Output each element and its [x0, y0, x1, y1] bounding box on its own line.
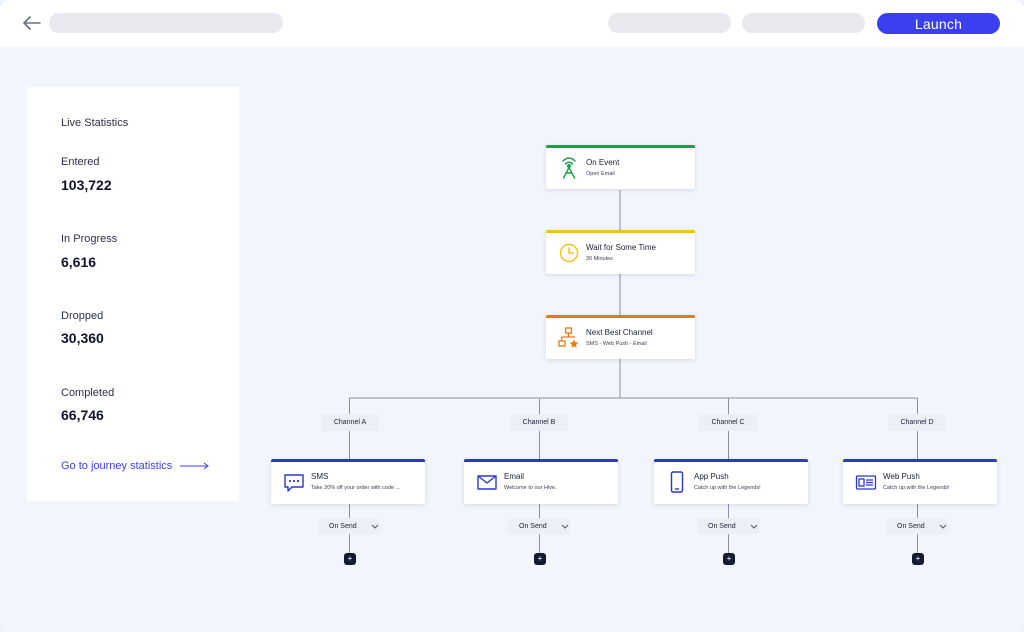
channel-tag-c: Channel C: [699, 414, 757, 431]
chevron-down-icon: [371, 524, 378, 529]
browser-icon: [855, 475, 877, 490]
live-statistics-panel: Live Statistics Entered 103,722 In Progr…: [27, 87, 239, 501]
channel-tag-a: Channel A: [321, 414, 379, 431]
flow-node-next-best-channel[interactable]: Next Best Channel SMS - Web Push - Email: [546, 315, 695, 359]
node-title: Web Push: [883, 472, 920, 481]
channel-tag-b: Channel B: [510, 414, 568, 431]
node-subtitle: SMS - Web Push - Email: [586, 341, 647, 347]
node-subtitle: Open Email: [586, 171, 615, 177]
node-subtitle: Catch up with the Legends!: [694, 485, 761, 491]
chevron-down-icon: [750, 524, 757, 529]
clock-icon: [559, 243, 579, 263]
launch-button[interactable]: Launch: [877, 13, 1000, 34]
mobile-icon: [670, 471, 684, 493]
node-title: On Event: [586, 158, 620, 167]
back-button[interactable]: [20, 12, 44, 34]
header-action-button-2[interactable]: [742, 13, 865, 33]
node-title: Email: [504, 472, 525, 481]
stat-label-dropped: Dropped: [61, 310, 104, 322]
on-send-label: On Send: [519, 522, 547, 530]
node-title: Wait for Some Time: [586, 243, 656, 252]
on-send-label: On Send: [329, 522, 357, 530]
channel-node-web-push[interactable]: Web Push Catch up with the Legends!: [843, 459, 997, 504]
channel-node-email[interactable]: Email Welcome to our Hive.: [464, 459, 618, 504]
channel-node-app-push[interactable]: App Push Catch up with the Legends!: [654, 459, 808, 504]
chevron-down-icon: [561, 524, 568, 529]
node-subtitle: Catch up with the Legends!: [883, 485, 950, 491]
flow-node-on-event[interactable]: On Event Open Email: [546, 145, 695, 189]
node-title: SMS: [311, 472, 329, 481]
stat-label-completed: Completed: [61, 387, 115, 399]
add-step-button-b[interactable]: +: [534, 553, 546, 565]
stat-label-in-progress: In Progress: [61, 233, 118, 245]
node-title: App Push: [694, 472, 729, 481]
add-step-button-d[interactable]: +: [912, 553, 924, 565]
top-bar: Launch: [0, 0, 1024, 47]
stat-label-entered: Entered: [61, 156, 100, 168]
node-color-bar: [271, 459, 425, 462]
node-subtitle: Take 20% off your order with code ...: [311, 485, 401, 491]
node-title: Next Best Channel: [586, 328, 653, 337]
node-color-bar: [464, 459, 618, 462]
network-star-icon: [558, 327, 579, 348]
add-step-button-a[interactable]: +: [344, 553, 356, 565]
node-color-bar: [546, 230, 695, 233]
stat-value-completed: 66,746: [61, 407, 104, 423]
stat-value-dropped: 30,360: [61, 330, 104, 346]
node-color-bar: [654, 459, 808, 462]
on-send-dropdown-b[interactable]: On Send: [508, 518, 570, 534]
arrow-left-icon: [23, 16, 41, 30]
node-color-bar: [546, 315, 695, 318]
node-color-bar: [843, 459, 997, 462]
journey-statistics-link-label: Go to journey statistics: [61, 460, 173, 472]
flow-node-wait[interactable]: Wait for Some Time 30 Minutes: [546, 230, 695, 274]
on-send-dropdown-c[interactable]: On Send: [697, 518, 759, 534]
journey-name-field[interactable]: [49, 13, 283, 33]
node-subtitle: Welcome to our Hive.: [504, 485, 557, 491]
arrow-right-icon: [180, 462, 210, 470]
envelope-icon: [477, 475, 497, 490]
add-step-button-c[interactable]: +: [723, 553, 735, 565]
antenna-icon: [562, 157, 576, 179]
node-color-bar: [546, 145, 695, 148]
statistics-title: Live Statistics: [61, 117, 129, 129]
on-send-label: On Send: [897, 522, 925, 530]
sms-icon: [284, 474, 304, 492]
stat-value-entered: 103,722: [61, 177, 112, 193]
node-subtitle: 30 Minutes: [586, 256, 613, 262]
header-action-button-1[interactable]: [608, 13, 731, 33]
on-send-label: On Send: [708, 522, 736, 530]
stat-value-in-progress: 6,616: [61, 254, 97, 270]
channel-tag-d: Channel D: [888, 414, 946, 431]
journey-statistics-link[interactable]: Go to journey statistics: [61, 460, 210, 472]
on-send-dropdown-d[interactable]: On Send: [886, 518, 948, 534]
on-send-dropdown-a[interactable]: On Send: [318, 518, 380, 534]
channel-node-sms[interactable]: SMS Take 20% off your order with code ..…: [271, 459, 425, 504]
chevron-down-icon: [939, 524, 946, 529]
